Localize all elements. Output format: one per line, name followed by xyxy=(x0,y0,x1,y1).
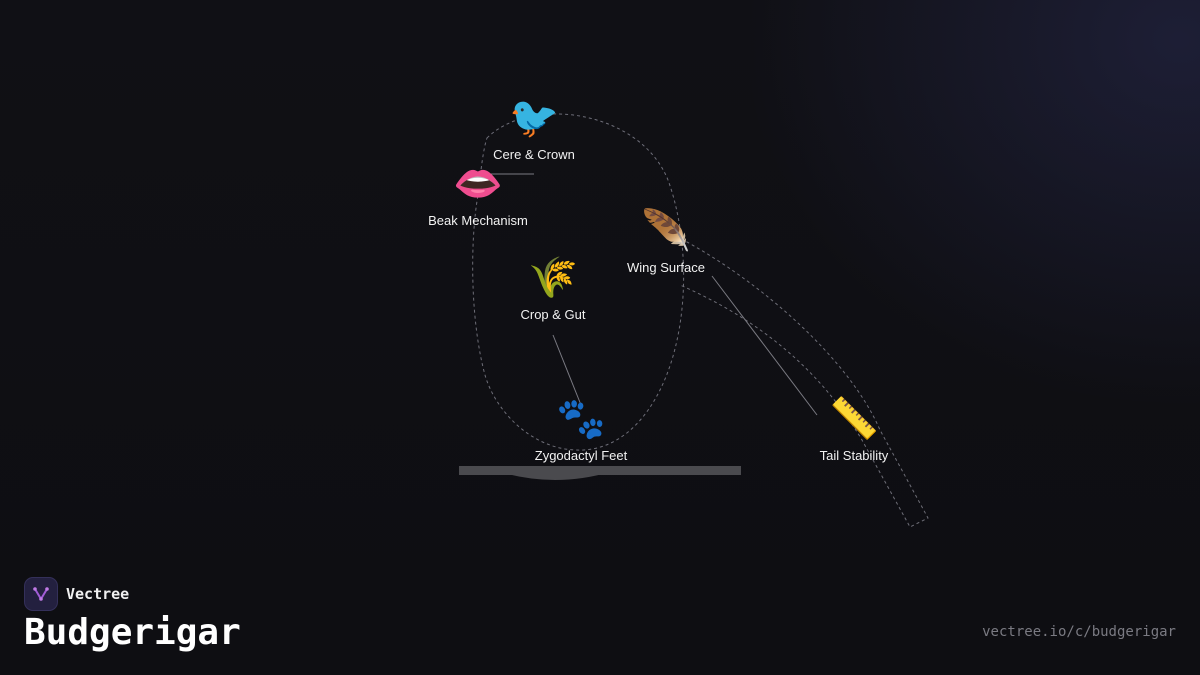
node-tail-stability[interactable]: 📏 Tail Stability xyxy=(774,396,934,464)
node-cere-crown[interactable]: 🐦 Cere & Crown xyxy=(454,95,614,163)
node-label: Tail Stability xyxy=(819,448,889,463)
node-label: Beak Mechanism xyxy=(428,213,528,228)
vectree-logo-icon xyxy=(24,577,58,611)
node-label: Cere & Crown xyxy=(493,147,575,162)
feather-icon: 🪶 xyxy=(641,208,691,254)
node-label: Crop & Gut xyxy=(520,307,586,322)
node-wing-surface[interactable]: 🪶 Wing Surface xyxy=(586,208,746,276)
brand[interactable]: Vectree xyxy=(24,577,129,611)
page-url[interactable]: vectree.io/c/budgerigar xyxy=(982,624,1176,640)
bird-icon: 🐦 xyxy=(509,95,559,141)
page-title: Budgerigar xyxy=(24,612,241,653)
perch-bar xyxy=(459,466,741,475)
grain-icon: 🌾 xyxy=(528,255,578,301)
perch-shadow xyxy=(500,472,610,480)
brand-name: Vectree xyxy=(66,585,130,603)
node-label: Zygodactyl Feet xyxy=(534,448,628,463)
node-label: Wing Surface xyxy=(626,260,706,275)
node-zygodactyl-feet[interactable]: 🐾 Zygodactyl Feet xyxy=(501,396,661,464)
connector-wing-tail xyxy=(711,275,818,416)
wing-tail-outline xyxy=(675,235,929,528)
connector-crop-feet xyxy=(552,334,582,406)
mouth-icon: 👄 xyxy=(453,161,503,207)
body-outline xyxy=(472,113,685,451)
ruler-icon: 📏 xyxy=(829,396,879,442)
paw-prints-icon: 🐾 xyxy=(556,396,606,442)
node-beak-mechanism[interactable]: 👄 Beak Mechanism xyxy=(398,161,558,229)
node-crop-gut[interactable]: 🌾 Crop & Gut xyxy=(473,255,633,323)
